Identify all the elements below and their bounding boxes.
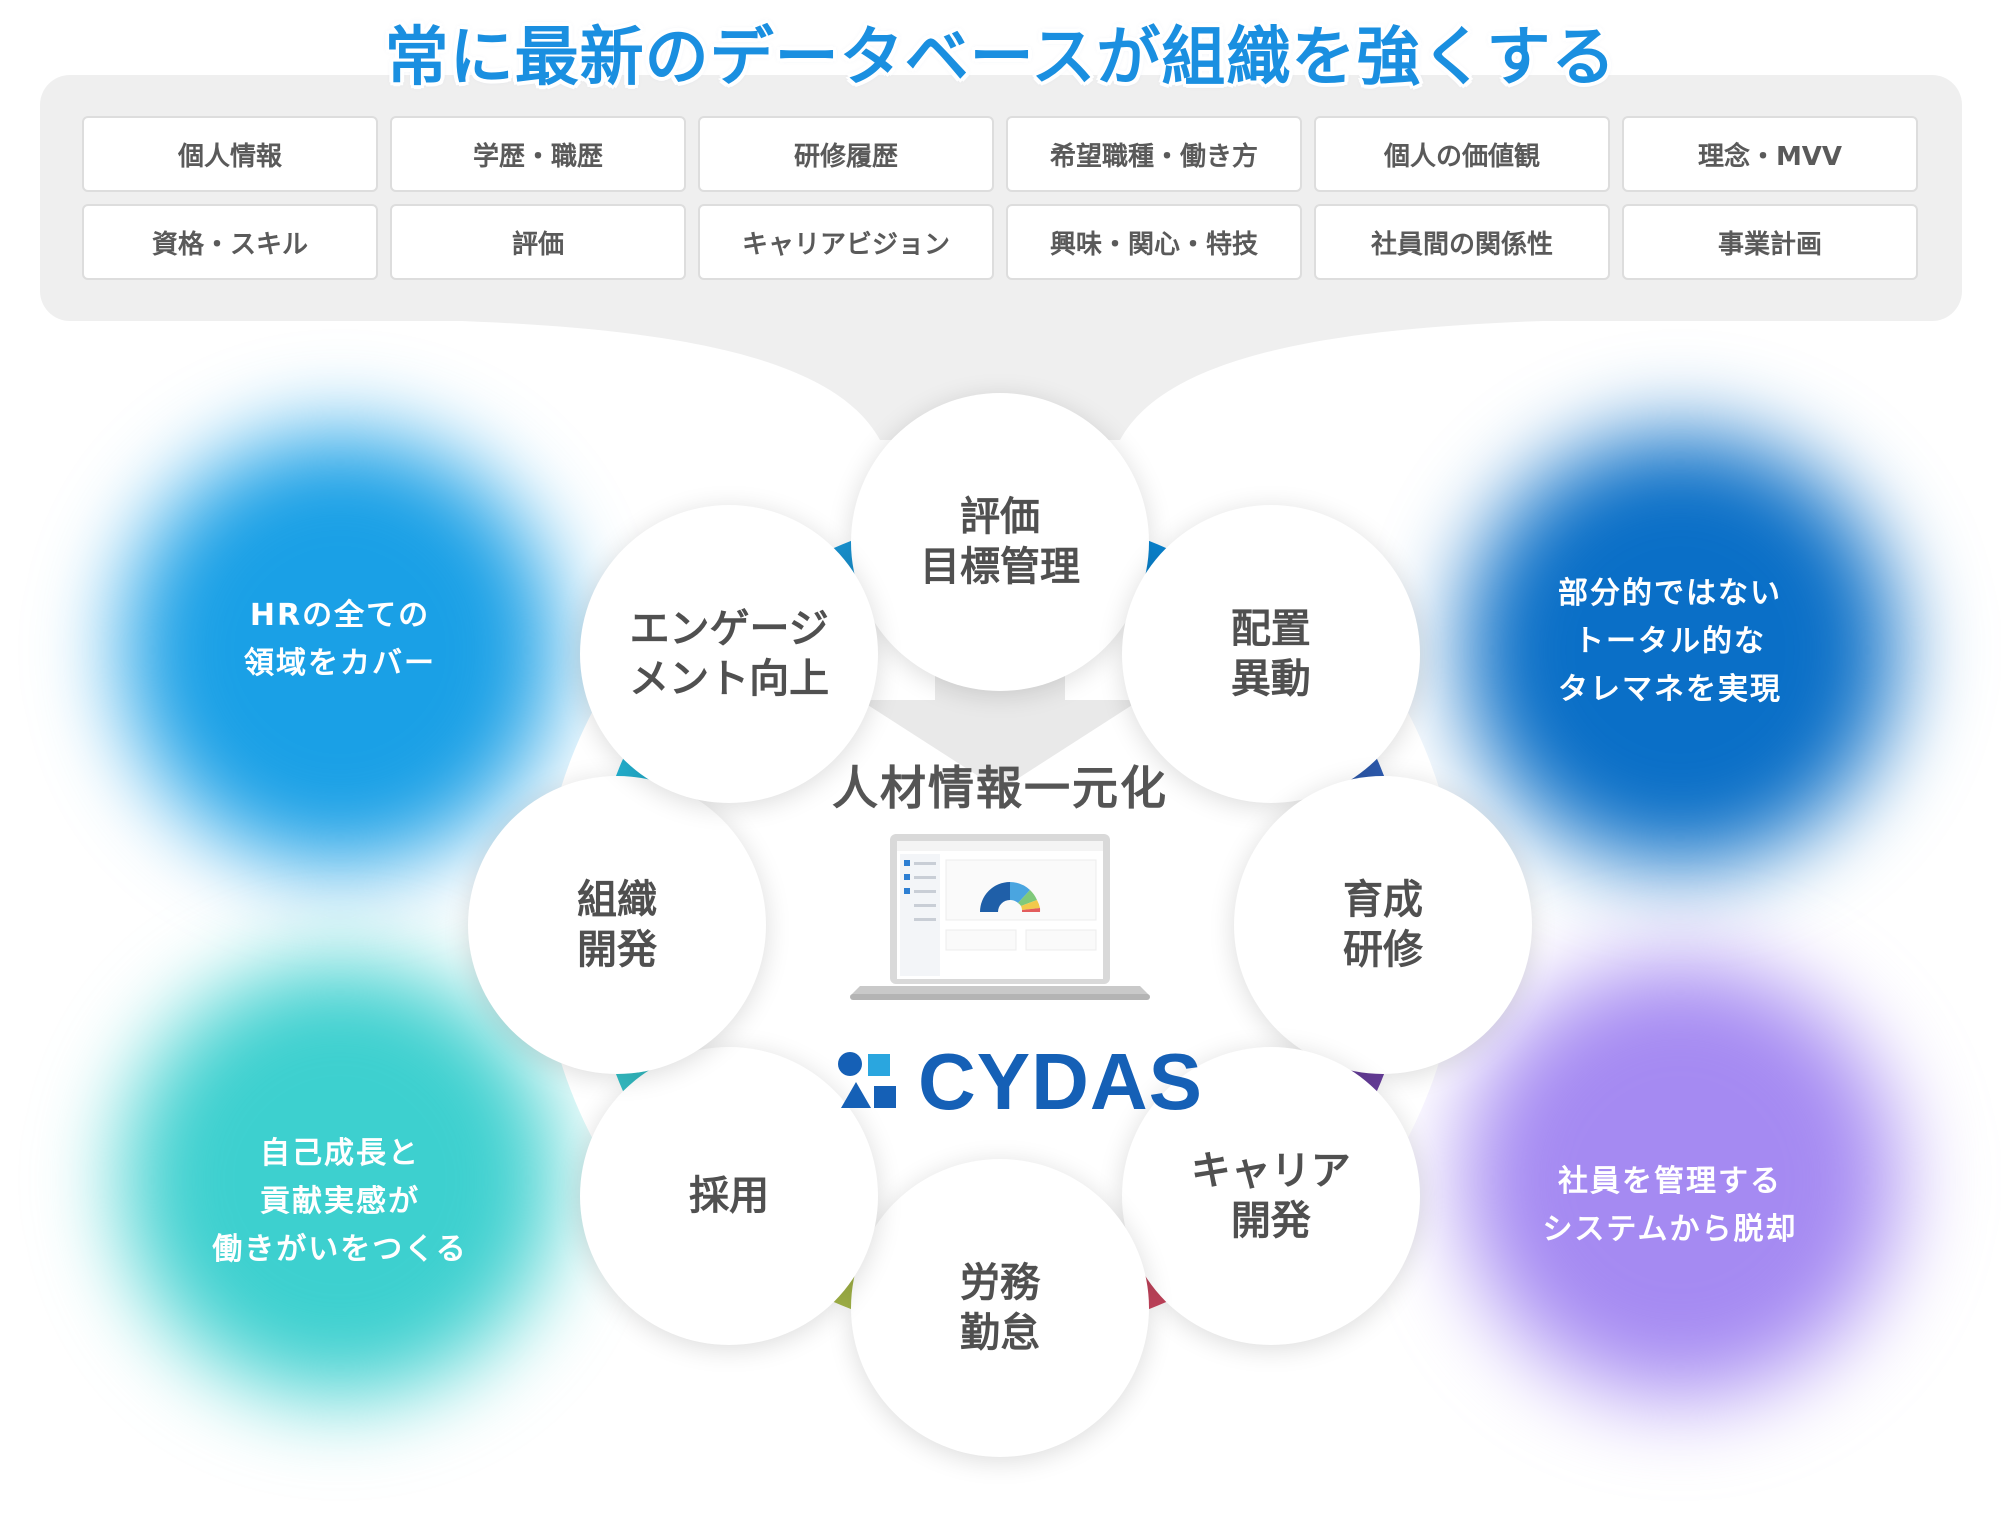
data-item: 希望職種・働き方 [1006,116,1302,192]
cydas-logo-text: CYDAS [918,1037,1204,1126]
data-item: 個人の価値観 [1314,116,1610,192]
center-title: 人材情報一元化 [832,761,1168,815]
benefit-top-right: 部分的ではない トータル的な タレマネを実現 [1558,576,1782,707]
node-labor: 労務 勤怠 [851,1159,1149,1457]
data-item: 研修履歴 [698,116,994,192]
node-recruiting: 採用 [580,1046,879,1345]
node-training: 育成 研修 [1234,776,1532,1074]
node-engagement: エンゲージ メント向上 [580,505,879,804]
node-placement: 配置 異動 [1121,505,1420,804]
blob-top-right [1420,390,1940,910]
data-item: 評価 [390,204,686,280]
data-item: 学歴・職歴 [390,116,686,192]
data-item: 社員間の関係性 [1314,204,1610,280]
cydas-logo-icon [838,1052,896,1108]
data-item: 理念・MVV [1622,116,1918,192]
data-item: 個人情報 [82,116,378,192]
data-item: 事業計画 [1622,204,1918,280]
node-evaluation: 評価 目標管理 [851,393,1149,691]
node-career: キャリア 開発 [1121,1046,1420,1345]
benefit-bottom-left: 自己成長と 貢献実感が 働きがいをつくる [212,1136,468,1267]
node-org-development: 組織 開発 [468,776,766,1074]
headline: 常に最新のデータベースが組織を強くする [384,21,1617,95]
benefit-top-left: HRの全ての 領域をカバー [244,598,436,681]
data-item: キャリアビジョン [698,204,994,280]
benefit-bottom-right: 社員を管理する システムから脱却 [1542,1164,1798,1247]
data-item: 興味・関心・特技 [1006,204,1302,280]
data-item: 資格・スキル [82,204,378,280]
laptop-illustration [850,834,1150,1000]
